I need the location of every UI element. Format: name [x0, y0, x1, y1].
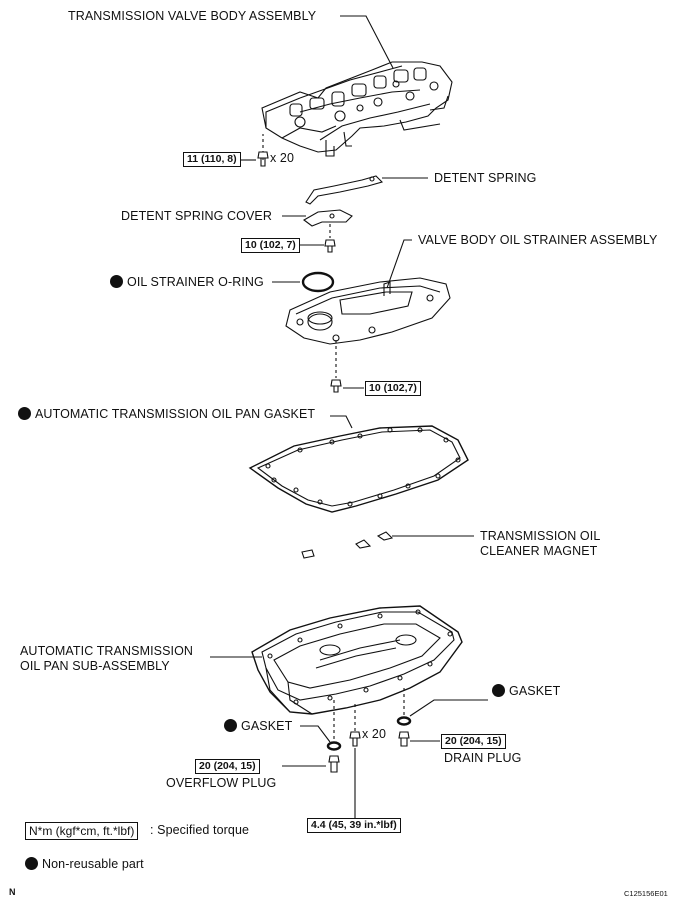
valve-body-bolt — [257, 151, 269, 167]
drain-plug-torque-box: 20 (204, 15) — [441, 734, 506, 749]
legend-torque-unit-box: N*m (kgf*cm, ft.*lbf) — [25, 822, 139, 840]
pan-bolt-qty: x 20 — [362, 727, 387, 741]
non-reusable-icon — [25, 857, 38, 870]
non-reusable-icon — [110, 275, 123, 288]
strainer-drawing — [285, 277, 451, 345]
overflow-gasket-text: GASKET — [241, 719, 293, 733]
pan-gasket-text: AUTOMATIC TRANSMISSION OIL PAN GASKET — [35, 407, 316, 421]
figure-code: C125156E01 — [624, 889, 668, 898]
valve-body-label: TRANSMISSION VALVE BODY ASSEMBLY — [68, 9, 317, 23]
strainer-o-ring-drawing — [301, 271, 335, 293]
non-reusable-icon — [492, 684, 505, 697]
detent-spring-drawing — [305, 175, 384, 205]
drain-gasket — [396, 716, 412, 726]
detent-cover-torque-box: 10 (102, 7) — [241, 238, 300, 253]
overflow-gasket — [326, 741, 342, 751]
pan-gasket-label: AUTOMATIC TRANSMISSION OIL PAN GASKET — [18, 407, 315, 421]
overflow-plug — [328, 755, 340, 773]
detent-spring-cover-label: DETENT SPRING COVER — [121, 209, 272, 223]
legend-nonreusable: Non-reusable part — [25, 857, 144, 871]
north-mark: N — [9, 887, 16, 897]
drain-gasket-text: GASKET — [509, 684, 561, 698]
strainer-assembly-label: VALVE BODY OIL STRAINER ASSEMBLY — [418, 233, 658, 247]
valve-body-bolt-qty: x 20 — [270, 151, 295, 165]
pan-bolt-torque-box: 4.4 (45, 39 in.*lbf) — [307, 818, 401, 833]
detent-cover-bolt — [324, 239, 336, 253]
legend-nonreusable-text: Non-reusable part — [42, 857, 144, 871]
valve-body-torque-box: 11 (110, 8) — [183, 152, 241, 167]
overflow-plug-label: OVERFLOW PLUG — [166, 776, 277, 790]
legend-torque-desc: : Specified torque — [150, 823, 250, 837]
drain-gasket-label: GASKET — [492, 684, 560, 698]
oil-pan-gasket-drawing — [248, 425, 469, 513]
strainer-bolt — [330, 379, 342, 393]
magnet-drawings — [301, 531, 394, 559]
oil-pan-label: AUTOMATIC TRANSMISSION OIL PAN SUB-ASSEM… — [20, 644, 194, 673]
overflow-plug-torque-box: 20 (204, 15) — [195, 759, 260, 774]
drain-plug — [398, 731, 410, 747]
pan-bolt — [349, 731, 361, 747]
non-reusable-icon — [224, 719, 237, 732]
detent-spring-cover-drawing — [303, 209, 353, 227]
valve-body-drawing — [261, 61, 453, 157]
overflow-gasket-label: GASKET — [224, 719, 292, 733]
non-reusable-icon — [18, 407, 31, 420]
drain-plug-label: DRAIN PLUG — [444, 751, 522, 765]
strainer-o-ring-text: OIL STRAINER O-RING — [127, 275, 264, 289]
oil-pan-drawing — [251, 605, 463, 715]
magnet-label: TRANSMISSION OIL CLEANER MAGNET — [480, 529, 600, 558]
strainer-torque-box: 10 (102,7) — [365, 381, 421, 396]
strainer-o-ring-label: OIL STRAINER O-RING — [110, 275, 264, 289]
detent-spring-label: DETENT SPRING — [434, 171, 537, 185]
